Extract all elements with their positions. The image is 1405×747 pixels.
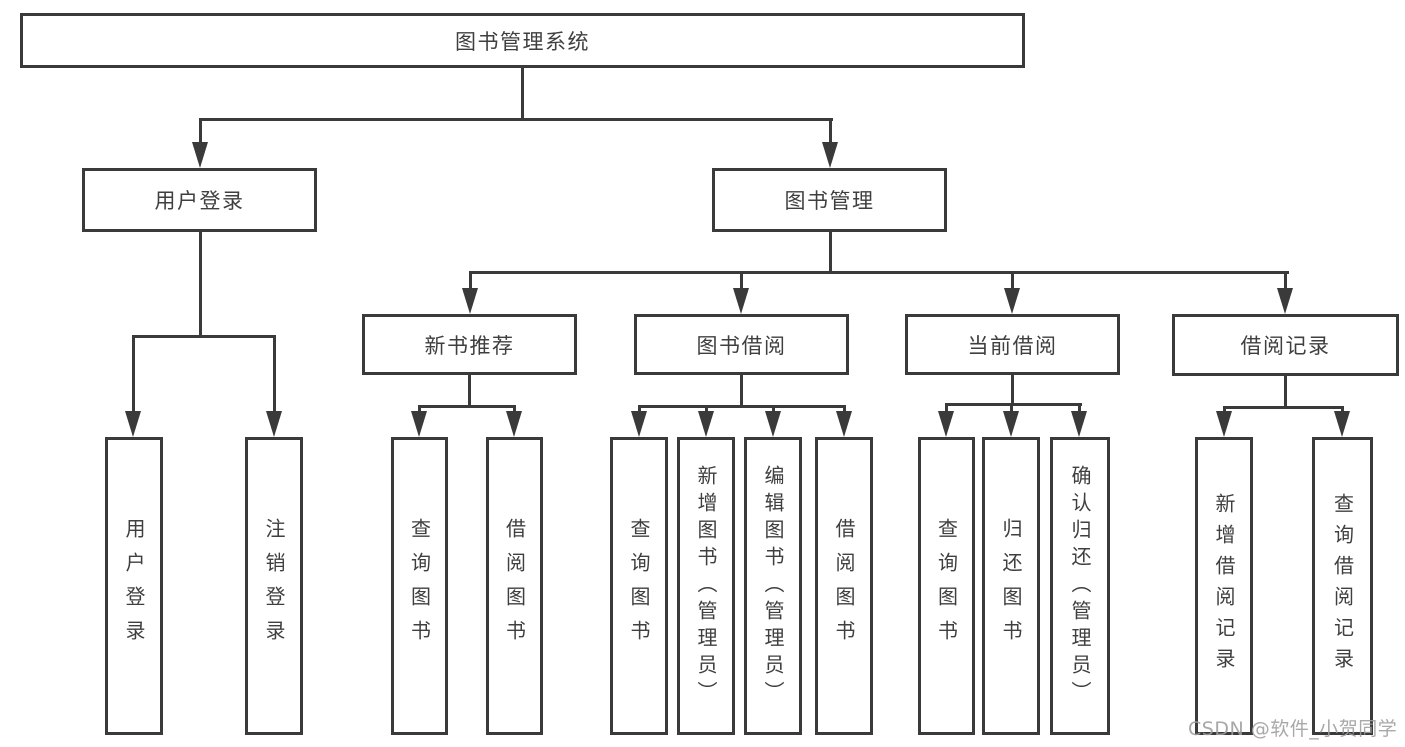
node-leaf-query-books-recommend: 查询图书 [391, 437, 448, 735]
node-library-management-system: 图书管理系统 [20, 13, 1025, 68]
node-leaf-query-books-current: 查询图书 [918, 437, 975, 735]
connector-line [1341, 406, 1344, 415]
arrow-down-icon [462, 288, 478, 314]
connector-line [1223, 406, 1344, 409]
node-label: 查询图书 [627, 518, 651, 654]
connector-line [418, 405, 516, 408]
csdn-watermark: CSDN @软件_小贺同学 [1188, 718, 1398, 740]
arrow-down-icon [506, 411, 522, 437]
node-leaf-borrow-books-recommend: 借阅图书 [486, 437, 543, 735]
connector-line [1011, 373, 1014, 406]
node-label: 查询图书 [934, 518, 959, 654]
arrow-down-icon [1277, 288, 1293, 314]
connector-line [1223, 406, 1226, 415]
node-leaf-add-borrow-record: 新增借阅记录 [1195, 437, 1253, 735]
connector-line [418, 405, 421, 415]
connector-line [1078, 403, 1081, 415]
node-leaf-user-login: 用户登录 [105, 437, 163, 735]
connector-line [740, 271, 743, 293]
connector-line [829, 230, 832, 274]
connector-line [469, 271, 1289, 274]
connector-line [469, 271, 472, 293]
node-label: 当前借阅 [967, 333, 1058, 358]
connector-line [199, 118, 202, 148]
node-label: 归还图书 [999, 518, 1023, 654]
arrow-down-icon [1071, 411, 1087, 437]
connector-line [199, 118, 833, 121]
arrow-down-icon [1216, 411, 1232, 437]
node-leaf-logout: 注销登录 [245, 437, 303, 735]
node-label: 新增图书（管理员） [694, 464, 718, 708]
node-leaf-borrow-books: 借阅图书 [815, 437, 873, 735]
connector-line [199, 230, 202, 338]
connector-line [638, 405, 846, 408]
connector-line [772, 405, 775, 415]
connector-line [945, 403, 1082, 406]
arrow-down-icon [125, 411, 141, 437]
node-leaf-return-book: 归还图书 [982, 437, 1040, 735]
arrow-down-icon [411, 411, 427, 437]
arrow-down-icon [192, 142, 208, 168]
arrow-down-icon [836, 411, 852, 437]
arrow-down-icon [822, 142, 838, 168]
node-label: 借阅记录 [1240, 334, 1331, 358]
connector-line [740, 373, 743, 408]
arrow-down-icon [1003, 411, 1019, 437]
node-label: 编辑图书（管理员） [761, 464, 785, 708]
node-leaf-query-borrow-record: 查询借阅记录 [1312, 437, 1373, 735]
node-user-login: 用户登录 [82, 168, 317, 232]
connector-line [945, 403, 948, 415]
node-label: 查询图书 [407, 518, 432, 654]
connector-line [705, 405, 708, 415]
node-label: 用户登录 [154, 189, 245, 213]
node-leaf-add-book-admin: 新增图书（管理员） [677, 437, 735, 735]
connector-line [1011, 271, 1014, 293]
node-label: 借阅图书 [832, 518, 856, 654]
arrow-down-icon [631, 411, 647, 437]
node-leaf-edit-book-admin: 编辑图书（管理员） [744, 437, 802, 735]
connector-line [1284, 271, 1287, 293]
node-label: 图书借阅 [696, 333, 787, 358]
node-label: 用户登录 [122, 518, 146, 654]
arrow-down-icon [938, 411, 954, 437]
arrow-down-icon [765, 411, 781, 437]
arrow-down-icon [1004, 288, 1020, 314]
connector-line [1010, 403, 1013, 415]
node-label: 注销登录 [262, 518, 286, 654]
node-borrowing-records: 借阅记录 [1172, 314, 1399, 376]
connector-line [638, 405, 641, 415]
node-label: 借阅图书 [502, 518, 527, 654]
connector-line [513, 405, 516, 415]
connector-line [829, 118, 832, 148]
node-label: 查询借阅记录 [1330, 493, 1355, 679]
connector-line [132, 335, 276, 338]
connector-line [132, 335, 135, 415]
connector-line [843, 405, 846, 415]
arrow-down-icon [266, 411, 282, 437]
node-label: 图书管理 [784, 189, 875, 213]
node-current-borrowing: 当前借阅 [905, 314, 1120, 375]
node-label: 新增借阅记录 [1212, 493, 1236, 679]
node-book-management: 图书管理 [712, 168, 947, 232]
node-label: 新书推荐 [424, 333, 515, 358]
connector-line [1284, 374, 1287, 409]
connector-line [468, 373, 471, 408]
node-label: 图书管理系统 [455, 29, 590, 54]
node-leaf-confirm-return-admin: 确认归还（管理员） [1050, 437, 1110, 735]
arrow-down-icon [733, 288, 749, 314]
node-book-borrowing: 图书借阅 [634, 314, 849, 375]
connector-line [521, 66, 524, 120]
arrow-down-icon [698, 411, 714, 437]
node-leaf-query-books-borrow: 查询图书 [610, 437, 668, 735]
connector-line [273, 335, 276, 415]
node-label: 确认归还（管理员） [1068, 464, 1092, 708]
node-new-book-recommendation: 新书推荐 [362, 314, 577, 375]
arrow-down-icon [1334, 411, 1350, 437]
